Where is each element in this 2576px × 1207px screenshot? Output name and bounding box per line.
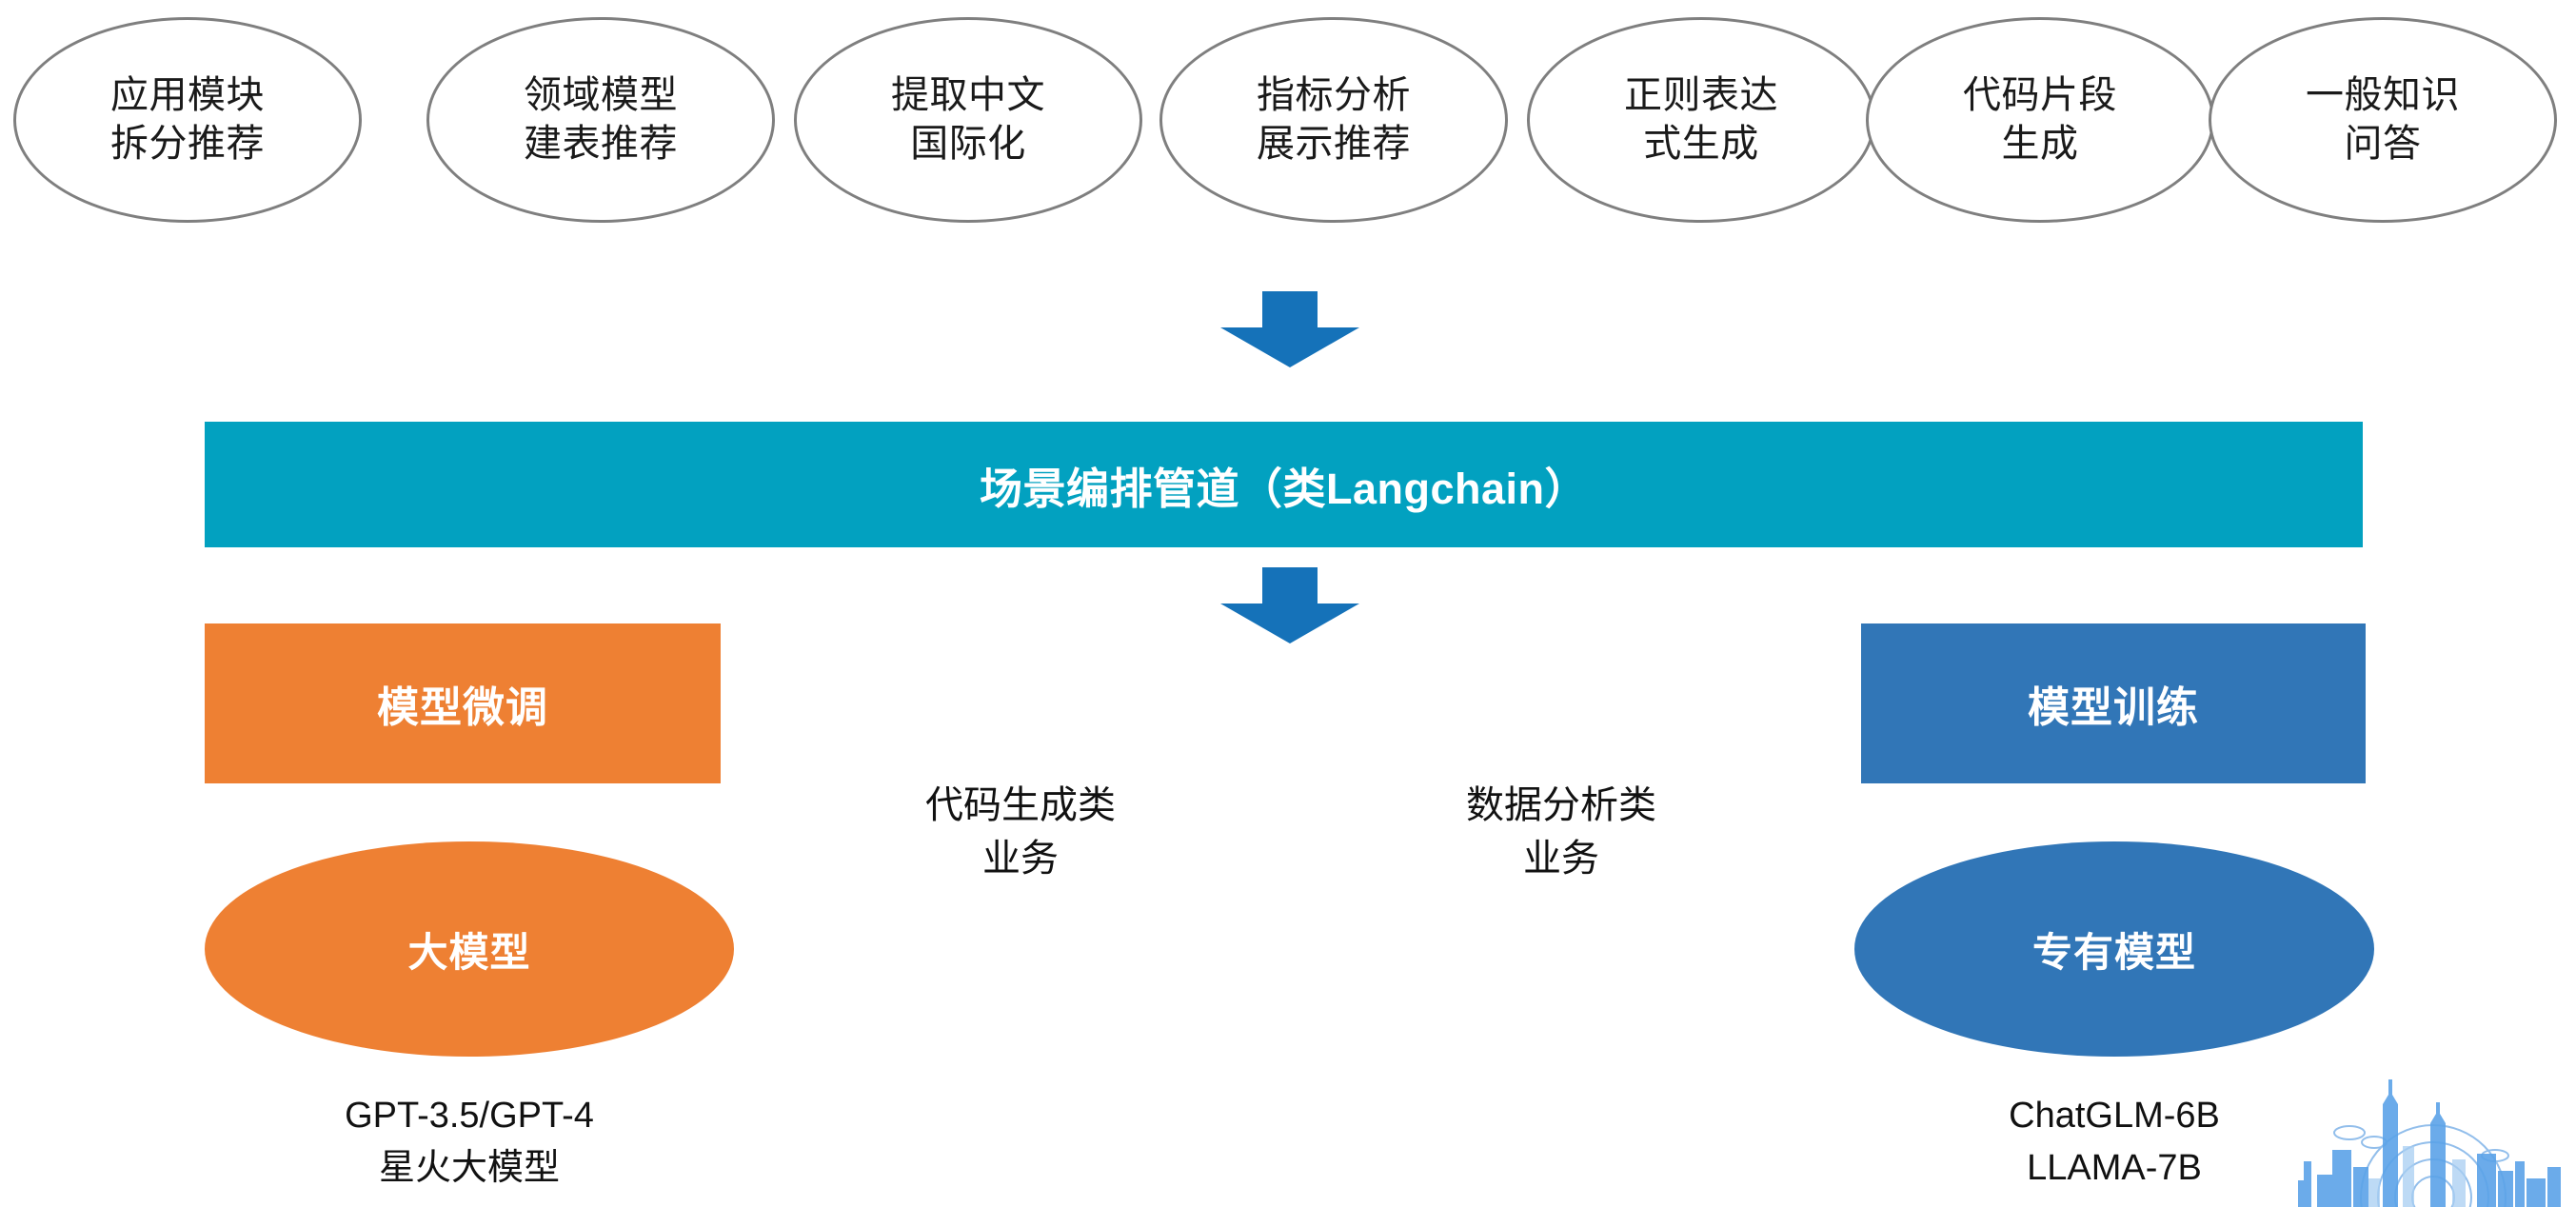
pipeline-bar-label: 场景编排管道（类Langchain） (979, 464, 1589, 513)
scenario-ellipse-general-qa[interactable]: 一般知识 问答 (2209, 17, 2557, 223)
private-model-label: 专有模型 (2031, 929, 2196, 975)
scenario-ellipse-domain-model-table[interactable]: 领域模型 建表推荐 (426, 17, 775, 223)
scenario-ellipse-metric-analysis[interactable]: 指标分析 展示推荐 (1159, 17, 1508, 223)
pipeline-orchestration-bar[interactable]: 场景编排管道（类Langchain） (205, 422, 2363, 547)
code-generation-business-label: 代码生成类 业务 (925, 784, 1116, 880)
arrow-down-icon-top (1220, 291, 1359, 367)
scenario-label: 正则表达 式生成 (1624, 73, 1778, 165)
model-finetune-label: 模型微调 (377, 684, 548, 731)
scenario-ellipse-chinese-i18n[interactable]: 提取中文 国际化 (794, 17, 1142, 223)
data-analysis-business-label: 数据分析类 业务 (1466, 784, 1656, 880)
scenario-ellipse-row: 应用模块 拆分推荐 领域模型 建表推荐 提取中文 国际化 指标分析 展示推荐 正… (0, 17, 2576, 227)
scenario-label: 代码片段 生成 (1963, 73, 2117, 165)
scenario-label: 一般知识 问答 (2306, 73, 2460, 165)
model-training-box[interactable]: 模型训练 (1861, 623, 2366, 783)
big-model-label: 大模型 (407, 929, 531, 975)
scenario-label: 应用模块 拆分推荐 (110, 73, 265, 165)
private-model-ellipse[interactable]: 专有模型 (1854, 841, 2374, 1057)
scenario-label: 提取中文 国际化 (891, 73, 1045, 165)
big-model-ellipse[interactable]: 大模型 (205, 841, 734, 1057)
scenario-ellipse-regex-generation[interactable]: 正则表达 式生成 (1527, 17, 1875, 223)
scenario-label: 指标分析 展示推荐 (1257, 73, 1411, 165)
scenario-label: 领域模型 建表推荐 (524, 73, 678, 165)
big-model-caption: GPT-3.5/GPT-4 星火大模型 (345, 1096, 594, 1189)
scenario-ellipse-app-module-split[interactable]: 应用模块 拆分推荐 (13, 17, 362, 223)
arrow-down-icon-bottom (1220, 567, 1359, 643)
model-training-label: 模型训练 (2028, 684, 2199, 731)
scenario-ellipse-code-snippet[interactable]: 代码片段 生成 (1866, 17, 2214, 223)
private-model-caption: ChatGLM-6B LLAMA-7B (2009, 1096, 2220, 1189)
model-finetune-box[interactable]: 模型微调 (205, 623, 721, 783)
